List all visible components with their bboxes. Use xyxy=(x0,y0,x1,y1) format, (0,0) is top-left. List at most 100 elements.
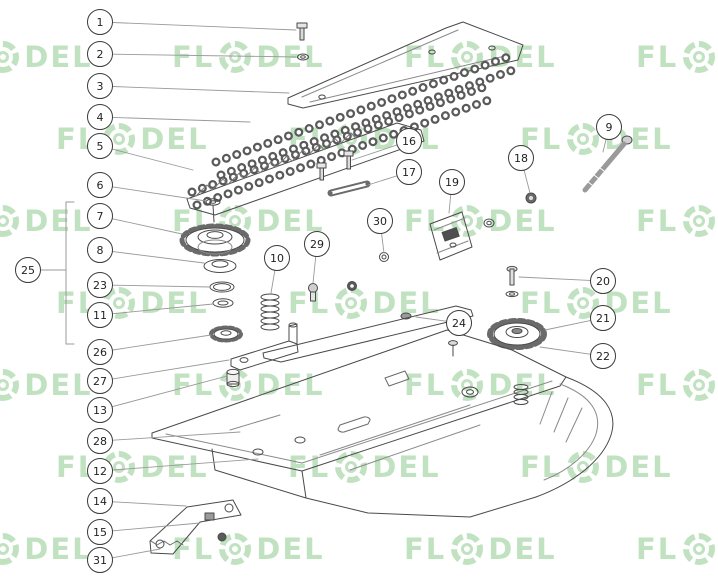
callout-8: 8 xyxy=(87,237,113,263)
gear-icon xyxy=(0,205,20,237)
part-pins-links xyxy=(316,150,371,197)
gear-icon xyxy=(567,123,600,155)
callout-20: 20 xyxy=(590,268,616,294)
callout-11: 11 xyxy=(87,302,113,328)
gear-icon xyxy=(683,205,716,237)
gear-icon xyxy=(567,287,600,319)
callout-22: 22 xyxy=(590,343,616,369)
watermark-text-left: FL xyxy=(636,532,679,566)
leader-line-7 xyxy=(112,218,183,235)
leader-line-18 xyxy=(523,170,531,194)
watermark-text-right: DEL xyxy=(488,532,557,566)
gear-icon xyxy=(683,369,716,401)
watermark-text-right: DEL xyxy=(604,450,673,484)
watermark-text-left: FL xyxy=(172,40,215,74)
leader-line-13 xyxy=(112,375,228,408)
leader-line-11 xyxy=(112,303,214,315)
callout-3: 3 xyxy=(87,73,113,99)
gear-icon xyxy=(0,369,20,401)
watermark-text-right: DEL xyxy=(256,532,325,566)
gear-icon xyxy=(451,369,484,401)
leader-line-9 xyxy=(602,139,607,153)
callout-14: 14 xyxy=(87,488,113,514)
leader-line-31 xyxy=(112,548,161,559)
callout-16: 16 xyxy=(396,128,422,154)
leader-line-10 xyxy=(270,270,276,294)
part-lower-bracket xyxy=(149,499,242,555)
callout-6: 6 xyxy=(87,172,113,198)
leader-line-17 xyxy=(367,175,398,186)
gear-icon xyxy=(451,533,484,565)
watermark-text-left: FL xyxy=(636,40,679,74)
part-support-rail xyxy=(262,305,474,363)
leader-line-1 xyxy=(112,22,297,31)
gear-icon xyxy=(683,533,716,565)
callout-25: 25 xyxy=(15,257,41,283)
leader-line-23 xyxy=(112,284,211,288)
watermark-text-right: DEL xyxy=(24,40,93,74)
watermark-text-left: FL xyxy=(404,40,447,74)
callout-15: 15 xyxy=(87,519,113,545)
callout-28: 28 xyxy=(87,428,113,454)
part-nut-washer-right xyxy=(483,192,537,228)
callout-29: 29 xyxy=(304,231,330,257)
watermark-text-right: DEL xyxy=(488,204,557,238)
gear-icon xyxy=(0,41,20,73)
callout-21: 21 xyxy=(590,305,616,331)
part-washer-top xyxy=(297,53,309,61)
part-blade-bar xyxy=(186,122,425,216)
leader-line-12 xyxy=(112,458,259,471)
gear-icon xyxy=(335,451,368,483)
gear-icon xyxy=(451,205,484,237)
watermark-text-right: DEL xyxy=(372,450,441,484)
callout-7: 7 xyxy=(87,203,113,229)
leader-line-28 xyxy=(112,431,241,441)
leader-line-14 xyxy=(112,501,187,507)
watermark-text-right: DEL xyxy=(140,122,209,156)
leader-line-15 xyxy=(112,522,201,532)
leader-line-27 xyxy=(112,359,230,380)
part-clamp-bracket xyxy=(429,211,473,261)
callout-13: 13 xyxy=(87,397,113,423)
part-roller-bolt xyxy=(308,283,318,302)
watermark-text-left: FL xyxy=(520,286,563,320)
gear-icon xyxy=(0,533,20,565)
leader-line-30 xyxy=(381,233,385,254)
part-long-bolt xyxy=(582,135,633,193)
callout-24: 24 xyxy=(446,310,472,336)
leader-line-16 xyxy=(351,144,398,161)
callout-18: 18 xyxy=(508,145,534,171)
leader-line-24 xyxy=(415,316,447,322)
leader-line-4 xyxy=(112,116,251,123)
leader-line-20 xyxy=(518,276,591,281)
callout-12: 12 xyxy=(87,458,113,484)
part-housing xyxy=(151,329,614,518)
callout-23: 23 xyxy=(87,272,113,298)
watermark-text-left: FL xyxy=(636,368,679,402)
part-guide-bar xyxy=(287,21,524,109)
part-bushing xyxy=(226,368,240,388)
watermark-text-left: FL xyxy=(288,286,331,320)
callout-19: 19 xyxy=(439,169,465,195)
part-bolt-right xyxy=(505,265,519,298)
leader-line-26 xyxy=(112,334,212,351)
gear-icon xyxy=(683,41,716,73)
part-drive-sprocket xyxy=(179,198,251,257)
leader-line-21 xyxy=(544,320,591,331)
part-small-rings xyxy=(379,252,412,320)
watermark-text-left: FL xyxy=(404,532,447,566)
callout-9: 9 xyxy=(596,114,622,140)
watermark: FL DEL xyxy=(404,532,557,566)
callout-30: 30 xyxy=(367,208,393,234)
